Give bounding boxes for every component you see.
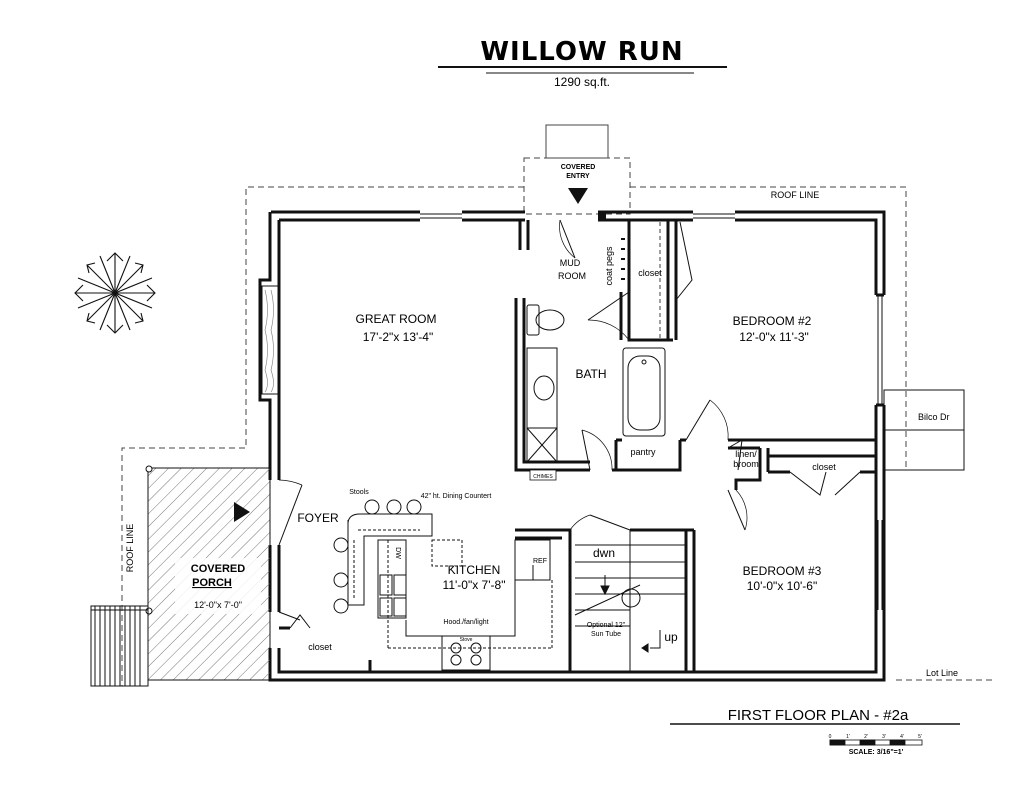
stairs xyxy=(574,530,686,672)
scale-tick-5: 5' xyxy=(918,734,922,740)
bedroom-2-label: BEDROOM #2 xyxy=(733,314,812,328)
door-swings xyxy=(278,219,861,629)
foyer-label: FOYER xyxy=(297,511,339,525)
coat-pegs-label: coat pegs xyxy=(604,246,614,286)
hood-label: Hood./fan/light xyxy=(443,619,488,626)
plan-name: WILLOW RUN xyxy=(480,37,683,67)
mud-closet-label: closet xyxy=(638,268,662,278)
scale-tick-0: 0 xyxy=(829,734,832,740)
kitchen-counters xyxy=(347,513,553,671)
stove-label: Stove xyxy=(460,637,473,643)
chimes-label: CHIMES xyxy=(533,474,553,480)
chimes-box xyxy=(529,469,557,481)
stairs-down-label: dwn xyxy=(593,546,615,560)
roof-line xyxy=(121,186,524,686)
bedroom-2-dimensions: 12'-0"x 11'-3" xyxy=(739,330,809,344)
plan-title: FIRST FLOOR PLAN - #2a xyxy=(728,707,909,724)
exterior-walls xyxy=(258,210,886,682)
scale-bar xyxy=(829,739,923,746)
great-room-dimensions: 17'-2"x 13'-4" xyxy=(363,330,433,344)
porch-arrow-icon xyxy=(234,502,250,522)
refrigerator-label: REF xyxy=(533,558,547,565)
kitchen-dimensions: 11'-0"x 7'-8" xyxy=(443,578,506,592)
bedroom-3-dimensions: 10'-0"x 10'-6" xyxy=(747,579,817,593)
dishwasher-label: DW xyxy=(394,547,401,559)
chimney xyxy=(545,124,609,159)
windows xyxy=(420,213,883,610)
entry-arrow-icon xyxy=(568,188,588,204)
stools-label: Stools xyxy=(349,489,369,496)
square-footage: 1290 sq.ft. xyxy=(554,75,610,89)
scale-tick-3: 3' xyxy=(882,734,886,740)
scale-tick-4: 4' xyxy=(900,734,904,740)
stools xyxy=(333,499,422,614)
interior-walls xyxy=(279,220,876,672)
porch-label: COVERED xyxy=(191,563,245,575)
roof-line-label-left: ROOF LINE xyxy=(125,524,135,573)
porch-label-2: PORCH xyxy=(192,577,232,589)
bilco-label: Bilco Dr xyxy=(918,412,950,422)
bath-fixtures xyxy=(526,304,666,463)
bedroom-3-closet-label: closet xyxy=(812,462,836,472)
bath-label: BATH xyxy=(575,367,606,381)
kitchen-label: KITCHEN xyxy=(448,563,501,577)
coat-pegs xyxy=(621,238,625,280)
scale-tick-1: 1' xyxy=(846,734,850,740)
porch-steps xyxy=(90,605,149,687)
roof-line-label-top: ROOF LINE xyxy=(771,190,820,200)
porch-post-2 xyxy=(145,607,153,615)
pantry-label: pantry xyxy=(630,447,656,457)
stairs-up-label: up xyxy=(664,630,678,644)
covered-entry-label-2: ENTRY xyxy=(566,173,590,180)
roof-line-right xyxy=(630,186,907,470)
foyer-closet-label: closet xyxy=(308,642,332,652)
fireplace-grain xyxy=(264,289,274,393)
porch-post xyxy=(145,465,153,473)
porch-dimensions: 12'-0"x 7'-0" xyxy=(194,600,242,610)
mud-room-label: MUD xyxy=(560,258,581,268)
mud-room-wall xyxy=(598,212,606,220)
linen-label-2: broom xyxy=(733,459,759,469)
sun-tube-label: Optional 12" xyxy=(587,622,626,629)
dining-counter-label: 42" ht. Dining Countert xyxy=(421,493,492,500)
covered-entry-label: COVERED xyxy=(561,164,596,171)
linen-label: linen/ xyxy=(735,449,757,459)
tree-icon xyxy=(74,252,156,334)
fireplace xyxy=(261,285,279,395)
sun-tube-label-2: Sun Tube xyxy=(591,631,621,638)
mud-room-label-2: ROOM xyxy=(558,271,586,281)
bedroom-3-label: BEDROOM #3 xyxy=(743,564,822,578)
great-room-label: GREAT ROOM xyxy=(356,312,437,326)
scale-label: SCALE: 3/16"=1' xyxy=(849,749,904,756)
porch-label-bg xyxy=(175,558,261,614)
lot-line-label: Lot Line xyxy=(926,668,958,678)
scale-tick-2: 2' xyxy=(864,734,868,740)
